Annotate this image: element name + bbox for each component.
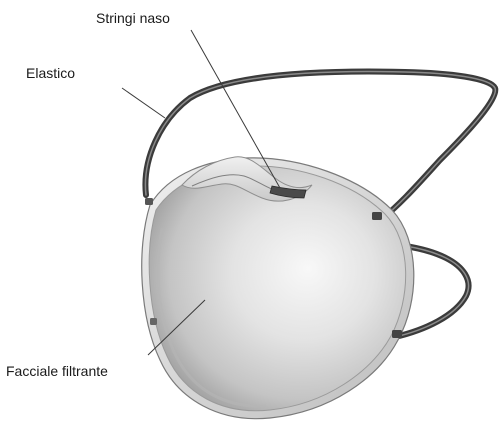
label-filter-face: Facciale filtrante — [6, 363, 108, 379]
label-elastic: Elastico — [26, 65, 75, 81]
leader-line-elastic — [122, 88, 165, 118]
staple-lower-left — [150, 318, 157, 325]
staple-upper-right — [372, 212, 382, 220]
staple-upper-left — [145, 198, 153, 205]
label-nose-clip: Stringi naso — [96, 10, 170, 26]
staple-lower-right — [392, 330, 402, 338]
